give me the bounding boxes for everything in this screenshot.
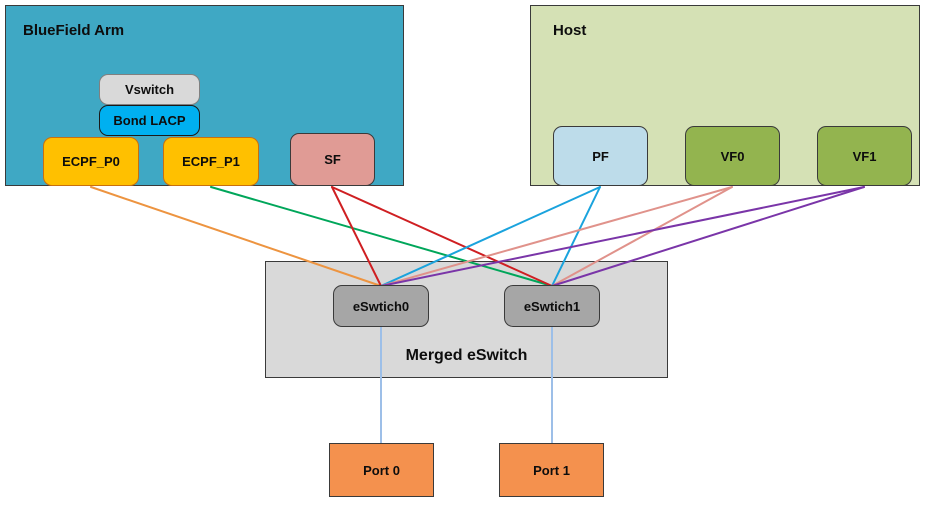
node-sf[interactable]: SF	[290, 133, 375, 186]
node-vf1[interactable]: VF1	[817, 126, 912, 186]
merged-eswitch-title: Merged eSwitch	[405, 347, 528, 364]
bluefield-arm-title: BlueField Arm	[23, 22, 125, 39]
node-vf0[interactable]: VF0	[685, 126, 780, 186]
node-ecpf-p1[interactable]: ECPF_P1	[163, 137, 259, 186]
node-bond-lacp[interactable]: Bond LACP	[99, 105, 200, 136]
host-title: Host	[553, 22, 587, 39]
node-ecpf-p0[interactable]: ECPF_P0	[43, 137, 139, 186]
node-eswitch1[interactable]: eSwtich1	[504, 285, 600, 327]
node-pf[interactable]: PF	[553, 126, 648, 186]
node-port0[interactable]: Port 0	[329, 443, 434, 497]
node-vswitch[interactable]: Vswitch	[99, 74, 200, 105]
node-port1[interactable]: Port 1	[499, 443, 604, 497]
node-eswitch0[interactable]: eSwtich0	[333, 285, 429, 327]
